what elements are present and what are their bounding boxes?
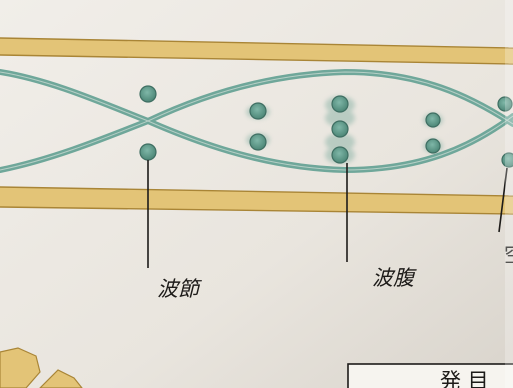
particle-dot-icon	[140, 144, 156, 160]
antinode-label: 波腹	[372, 266, 417, 290]
particle-dot-icon	[426, 139, 440, 153]
particle-dot-icon	[250, 103, 266, 119]
caption-box-text: 発 目	[440, 369, 489, 388]
node-label: 波節	[157, 277, 202, 301]
partial-caption-box: 発 目	[348, 364, 513, 388]
particle-dot-icon	[332, 96, 348, 112]
particle-dot-icon	[140, 86, 156, 102]
particle-dot-icon	[426, 113, 440, 127]
particle-dot-icon	[332, 147, 348, 163]
particle-dot-icon	[332, 121, 348, 137]
particle-dot-icon	[250, 134, 266, 150]
